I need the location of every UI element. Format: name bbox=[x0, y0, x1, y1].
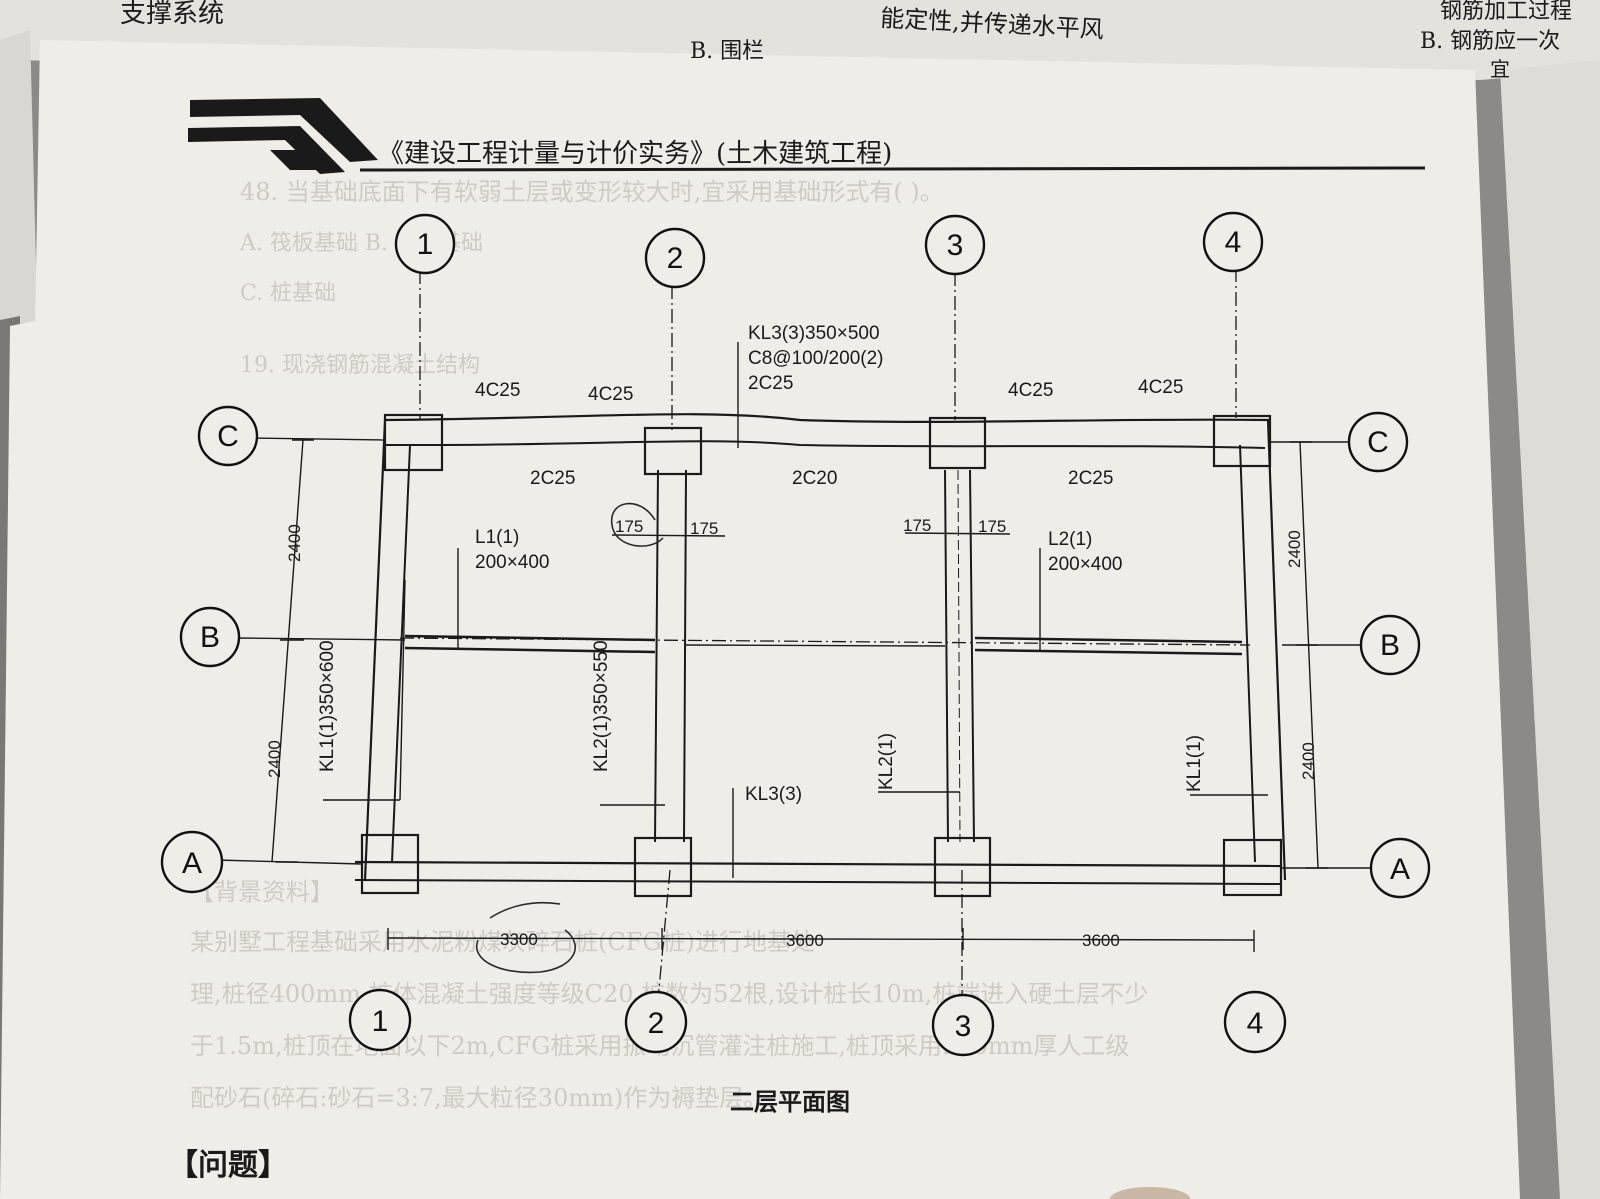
axis-col-4-bottom: 4 bbox=[1247, 1007, 1264, 1040]
l1-size-label: 200×400 bbox=[475, 552, 550, 573]
axis-col-3-top: 3 bbox=[947, 229, 964, 262]
kl2-left-label: KL2(1)350×550 bbox=[591, 640, 612, 772]
main-page bbox=[20, 40, 1520, 1199]
page-title: 《建设工程计量与计价实务》(土木建筑工程) bbox=[378, 139, 892, 169]
kl3-bottom-label: KL3(3) bbox=[745, 784, 802, 805]
l2-name-label: L2(1) bbox=[1048, 529, 1092, 550]
dim-bottom-3: 3600 bbox=[1082, 931, 1120, 950]
dimension-lines bbox=[215, 342, 1372, 952]
axis-row-b-right: B bbox=[1380, 629, 1400, 662]
rebar-top-2: 4C25 bbox=[588, 384, 633, 405]
kl1-right-label: KL1(1) bbox=[1184, 735, 1205, 792]
kl1-left-label: KL1(1)350×600 bbox=[317, 640, 338, 772]
dim-bottom-2: 3600 bbox=[786, 931, 824, 950]
dim-offset-4: 175 bbox=[978, 517, 1006, 536]
axis-col-1-bottom: 1 bbox=[372, 1005, 389, 1038]
kl3-top-bars-label: 2C25 bbox=[748, 373, 793, 394]
axis-lines bbox=[399, 268, 1251, 1001]
page-top-left-fragment: 支撑系统 bbox=[120, 0, 224, 29]
dim-bottom-1: 3300 bbox=[500, 930, 538, 949]
svg-text:配砂石(碎石:砂石=3:7,最大粒径30mm)作为褥垫层。: 配砂石(碎石:砂石=3:7,最大粒径30mm)作为褥垫层。 bbox=[190, 1084, 767, 1112]
back-page-right bbox=[1500, 60, 1600, 1199]
l1-name-label: L1(1) bbox=[475, 527, 519, 548]
dim-left-2: 2400 bbox=[265, 740, 284, 778]
axis-row-c-left: C bbox=[217, 420, 239, 453]
axis-bubbles bbox=[160, 211, 1431, 1057]
rebar-span-1: 2C25 bbox=[530, 468, 575, 489]
page-top-mid-fragment-1: B. 围栏 bbox=[690, 39, 764, 64]
axis-col-2-top: 2 bbox=[667, 242, 684, 275]
kl3-stirrup-label: C8@100/200(2) bbox=[748, 348, 883, 369]
rebar-span-2: 2C20 bbox=[792, 468, 837, 489]
axis-col-3-bottom: 3 bbox=[955, 1010, 972, 1043]
page-top-right-fragment-1: 钢筋加工过程 bbox=[1440, 0, 1572, 24]
question-heading: 【问题】 bbox=[168, 1148, 288, 1183]
l2-size-label: 200×400 bbox=[1048, 554, 1123, 575]
axis-col-1-top: 1 bbox=[417, 228, 434, 261]
axis-row-b-left: B bbox=[200, 621, 220, 654]
rebar-top-1: 4C25 bbox=[475, 380, 520, 401]
axis-row-a-left: A bbox=[182, 847, 202, 880]
pen-annotations bbox=[475, 502, 664, 974]
header-decoration bbox=[188, 98, 1426, 174]
dim-offset-1: 175 bbox=[615, 517, 643, 536]
kl3-top-label: KL3(3)350×500 bbox=[748, 323, 880, 344]
rebar-span-3: 2C25 bbox=[1068, 468, 1113, 489]
dim-right-2: 2400 bbox=[1299, 742, 1318, 780]
svg-text:某别墅工程基础采用水泥粉煤灰碎石桩(CFG桩)进行地基处: 某别墅工程基础采用水泥粉煤灰碎石桩(CFG桩)进行地基处 bbox=[190, 928, 815, 956]
svg-text:C. 桩基础: C. 桩基础 bbox=[240, 281, 336, 306]
axis-row-a-right: A bbox=[1390, 853, 1410, 886]
dim-right-1: 2400 bbox=[1285, 530, 1304, 568]
kl2-right-label: KL2(1) bbox=[876, 733, 897, 790]
drawing-title: 二层平面图 bbox=[730, 1087, 850, 1116]
beam-outlines bbox=[354, 413, 1287, 885]
dim-offset-2: 175 bbox=[690, 519, 718, 538]
dim-left-1: 2400 bbox=[285, 524, 304, 562]
rebar-top-3: 4C25 bbox=[1008, 380, 1053, 401]
svg-text:19. 现浇钢筋混凝土结构: 19. 现浇钢筋混凝土结构 bbox=[240, 353, 480, 378]
axis-col-4-top: 4 bbox=[1225, 226, 1242, 259]
svg-text:48. 当基础底面下有软弱土层或变形较大时,宜采用基础形式有: 48. 当基础底面下有软弱土层或变形较大时,宜采用基础形式有( )。 bbox=[240, 178, 944, 206]
page-top-right-fragment-3: 宜 bbox=[1490, 57, 1510, 81]
axis-col-2-bottom: 2 bbox=[648, 1007, 665, 1040]
dim-offset-3: 175 bbox=[903, 516, 931, 535]
page-top-right-fragment-2: B. 钢筋应一次 bbox=[1420, 29, 1560, 54]
axis-row-c-right: C bbox=[1367, 426, 1389, 459]
rebar-top-4: 4C25 bbox=[1138, 377, 1183, 398]
